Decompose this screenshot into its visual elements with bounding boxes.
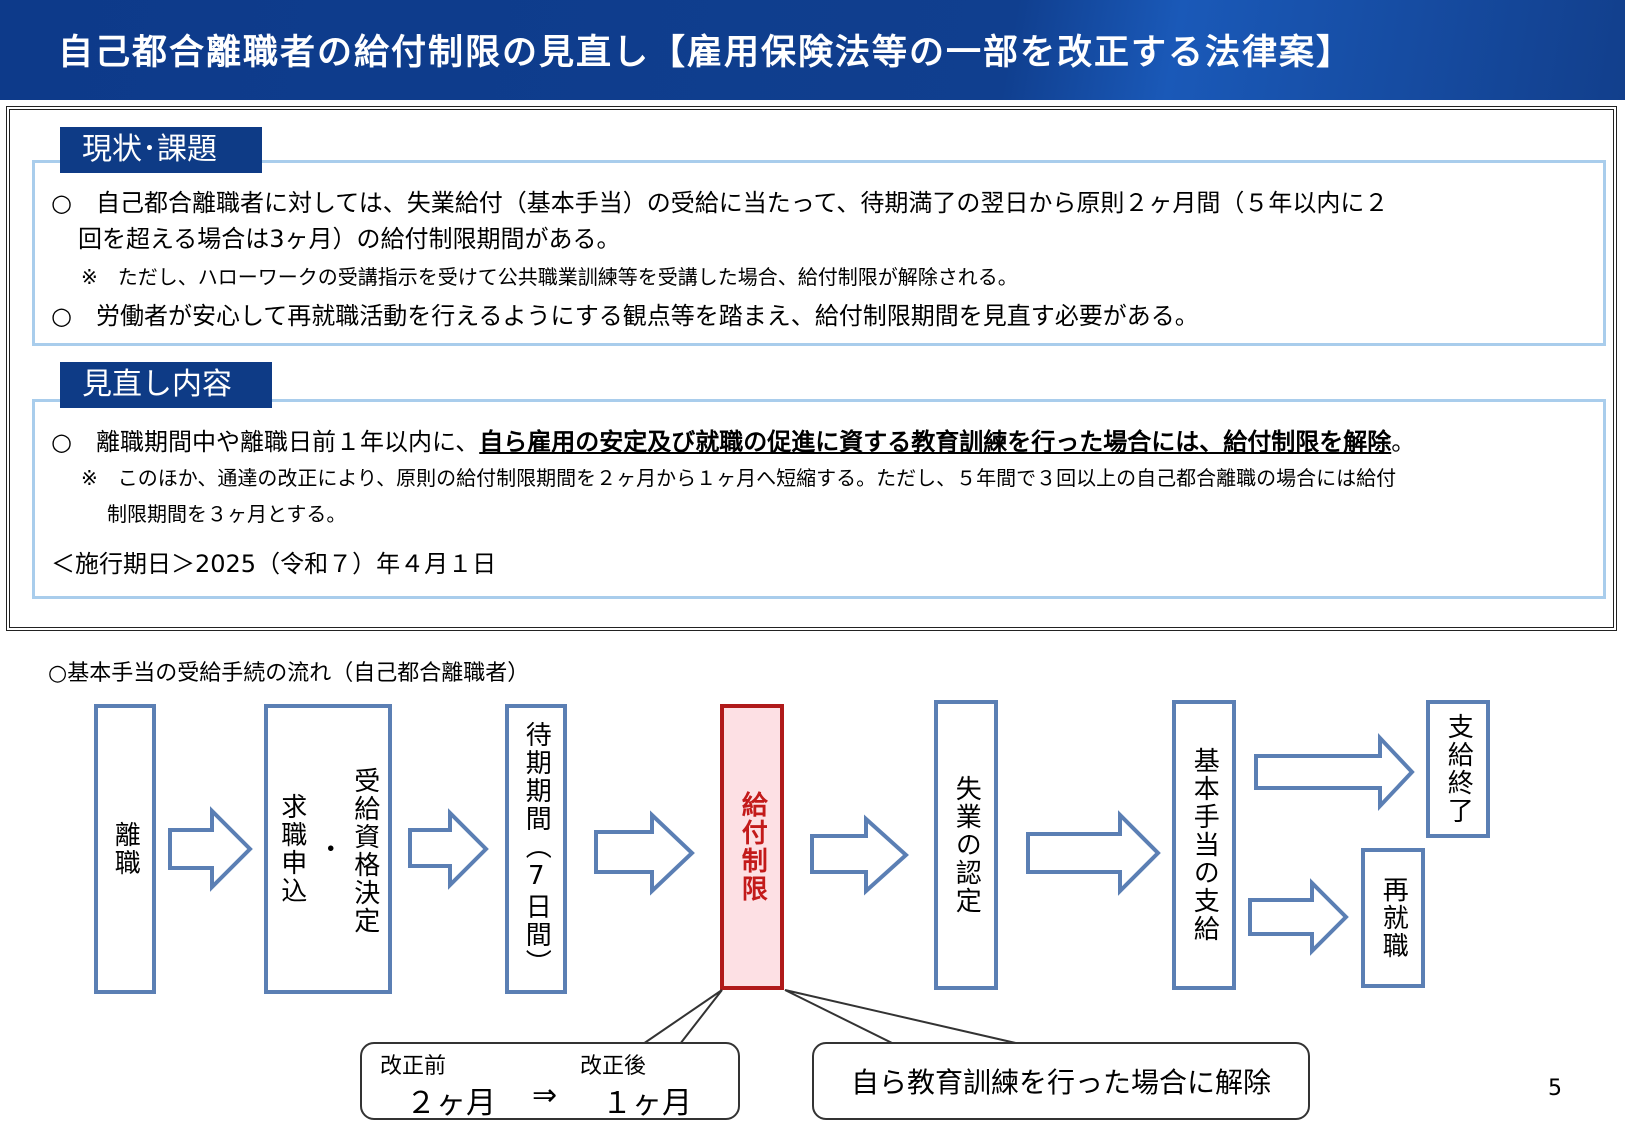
flow-box-reemployment-label: 再就職 — [1378, 876, 1409, 960]
revision-bullet-pre: ○ 離職期間中や離職日前１年以内に、 — [51, 428, 480, 456]
flow-box-benefit-restriction-label: 給付制限 — [737, 791, 768, 903]
flow-box-basic-allowance-label: 基本手当の支給 — [1189, 747, 1220, 943]
callout-left-pointer — [642, 989, 723, 1045]
before-value: ２ヶ月 — [406, 1086, 496, 1121]
current-note: ※ ただし、ハローワークの受講指示を受けて公共職業訓練等を受講した場合、給付制限… — [81, 265, 1018, 289]
flow-box-waiting-period: 待期期間（7日間） — [505, 704, 567, 994]
current-status-tab: 現状･課題 — [60, 127, 262, 173]
flow-caption: ○基本手当の受給手続の流れ（自己都合離職者） — [48, 661, 530, 686]
revision-panel: ○ 離職期間中や離職日前１年以内に、自ら雇用の安定及び就職の促進に資する教育訓練… — [32, 399, 1606, 599]
arrow-2-icon — [408, 808, 489, 890]
flow-box-unemployment-certification-label: 失業の認定 — [951, 775, 982, 915]
revision-tab: 見直し内容 — [60, 362, 272, 408]
flow-box-waiting-period-label: 待期期間（7日間） — [521, 721, 552, 977]
flow-box-reemployment: 再就職 — [1361, 848, 1425, 988]
callout-period-change: 改正前 改正後 ２ヶ月 ⇒ １ヶ月 — [360, 1042, 740, 1121]
release-condition-text: 自ら教育訓練を行った場合に解除 — [850, 1066, 1271, 1099]
before-label: 改正前 — [380, 1054, 447, 1079]
flow-box-eligibility-label-2: 求職申込 — [276, 793, 307, 905]
callout-release-condition: 自ら教育訓練を行った場合に解除 — [812, 1042, 1310, 1120]
title-banner: 自己都合離職者の給付制限の見直し【雇用保険法等の一部を改正する法律案】 — [0, 0, 1625, 100]
arrow-4-icon — [810, 814, 909, 896]
after-label: 改正後 — [580, 1054, 647, 1079]
page-number: 5 — [1548, 1076, 1562, 1101]
revision-note: ※ このほか、通達の改正により、原則の給付制限期間を２ヶ月から１ヶ月へ短縮する。… — [81, 466, 1397, 490]
current-status-panel: ○ 自己都合離職者に対しては、失業給付（基本手当）の受給に当たって、待期満了の翌… — [32, 160, 1606, 346]
page-title: 自己都合離職者の給付制限の見直し【雇用保険法等の一部を改正する法律案】 — [58, 33, 1354, 73]
flow-box-benefit-restriction: 給付制限 — [720, 704, 784, 990]
current-bullet-2: ○ 労働者が安心して再就職活動を行えるようにする観点等を踏まえ、給付制限期間を見… — [51, 302, 1199, 330]
flow-box-payment-end: 支給終了 — [1426, 700, 1490, 838]
flow-box-payment-end-label: 支給終了 — [1443, 713, 1474, 825]
current-bullet-1: ○ 自己都合離職者に対しては、失業給付（基本手当）の受給に当たって、待期満了の翌… — [51, 189, 1389, 217]
flow-box-eligibility-label-1: 受給資格決定 — [349, 767, 380, 935]
revision-bullet: ○ 離職期間中や離職日前１年以内に、自ら雇用の安定及び就職の促進に資する教育訓練… — [51, 422, 1415, 457]
after-value: １ヶ月 — [602, 1086, 692, 1121]
arrow-5-icon — [1026, 810, 1161, 896]
effective-date: ＜施行期日＞2025（令和７）年４月１日 — [51, 550, 497, 578]
revision-note-cont: 制限期間を３ヶ月とする。 — [107, 502, 347, 526]
arrow-3-icon — [594, 810, 695, 896]
flow-box-resignation: 離職 — [94, 704, 156, 994]
flow-box-eligibility-dot: ・ — [313, 835, 344, 863]
flow-box-resignation-label: 離職 — [110, 821, 141, 877]
flow-box-eligibility: 受給資格決定 ・ 求職申込 — [264, 704, 392, 994]
flow-box-basic-allowance: 基本手当の支給 — [1172, 700, 1236, 990]
change-arrow: ⇒ — [532, 1078, 558, 1113]
arrow-6-icon — [1254, 732, 1415, 812]
revision-bullet-emphasis: 自ら雇用の安定及び就職の促進に資する教育訓練を行った場合には、給付制限を解除 — [479, 428, 1392, 456]
callout-right-pointer — [784, 989, 1021, 1045]
revision-bullet-post: 。 — [1391, 428, 1416, 456]
summary-frame — [6, 106, 1617, 631]
arrow-7-icon — [1248, 878, 1349, 956]
current-bullet-1-cont: 回を超える場合は3ヶ月）の給付制限期間がある。 — [78, 225, 621, 253]
arrow-1-icon — [168, 806, 253, 892]
flow-box-unemployment-certification: 失業の認定 — [934, 700, 998, 990]
